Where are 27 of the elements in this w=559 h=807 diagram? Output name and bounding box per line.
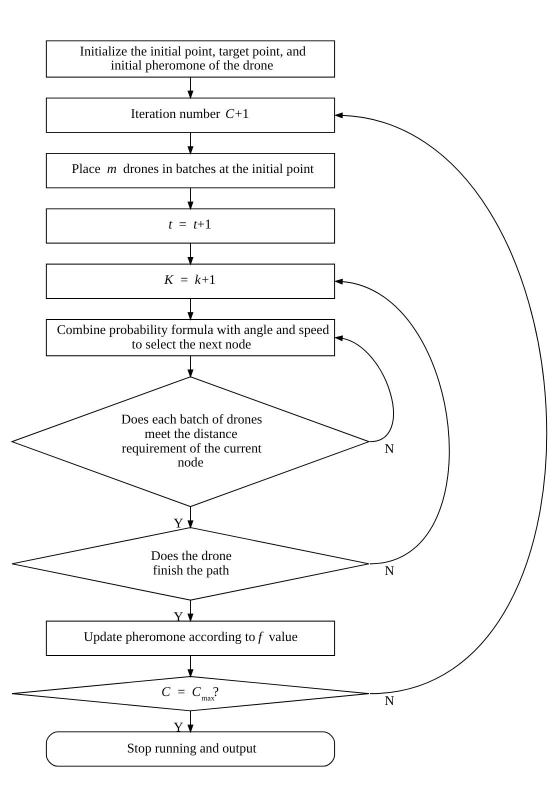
arrow <box>187 506 194 529</box>
node-diamond: Does each batch of drones meet the distance requirement of the current node <box>10 376 370 508</box>
arrow <box>187 655 194 678</box>
node-box: Stop running and output <box>46 731 336 767</box>
arrow <box>187 298 194 321</box>
node-diamond: C = C$_{max}$? <box>12 676 370 712</box>
node-box: Initialize the initial point, target point, and initial pheromone of the drone <box>46 40 336 78</box>
edge-label: N <box>384 441 394 456</box>
arrow <box>187 242 194 266</box>
arrow <box>187 710 194 734</box>
arrow <box>187 132 194 155</box>
arrow <box>187 187 194 210</box>
node-box: Place m drones in batches at the initial point <box>46 152 336 188</box>
node-diamond: Does the drone finish the path <box>12 527 370 601</box>
edge-label: N <box>384 692 394 708</box>
arrow <box>187 355 194 378</box>
node-box: Iteration number C+1 <box>46 98 336 133</box>
node-box: Combine probability formula with angle and speed to select the next node <box>46 319 336 356</box>
node-box: Update pheromone according to f value <box>46 620 336 656</box>
arrow <box>187 76 194 100</box>
arrow <box>334 335 394 442</box>
edge-label: N <box>384 563 394 578</box>
arrow <box>334 278 450 564</box>
arrow <box>334 112 547 694</box>
node-box: K = k+1 <box>46 264 336 299</box>
arrow <box>187 600 194 622</box>
node-box: t = t+1 <box>46 208 336 244</box>
